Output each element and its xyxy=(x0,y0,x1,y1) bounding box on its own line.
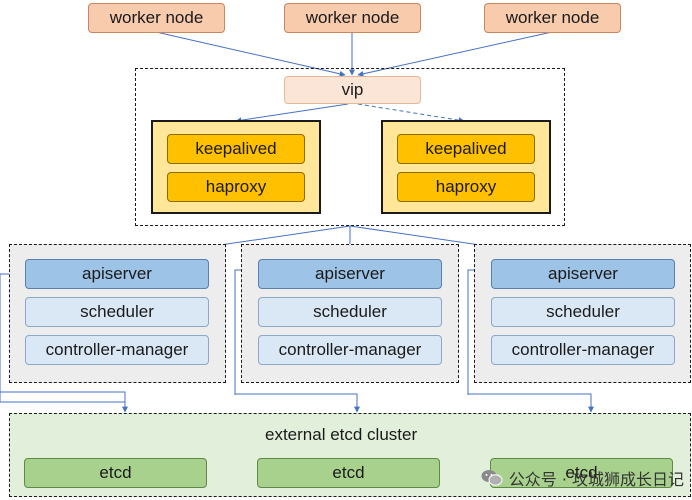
api2-to-etcd-line xyxy=(235,393,360,413)
worker-node-2: worker node xyxy=(284,3,421,33)
scheduler-box-2: scheduler xyxy=(258,297,442,327)
apiserver-box-3: apiserver xyxy=(491,259,675,289)
vip-box: vip xyxy=(284,76,421,104)
api3-to-etcd-line xyxy=(468,393,594,413)
worker-node-3: worker node xyxy=(484,3,621,33)
etcd-node-2: etcd xyxy=(257,458,440,488)
apiserver-box-1: apiserver xyxy=(25,259,209,289)
worker-node-1: worker node xyxy=(88,3,225,33)
etcd-cluster-title: external etcd cluster xyxy=(265,425,418,444)
etcd-node-3: etcd xyxy=(490,458,673,488)
worker3-to-vip-line xyxy=(357,31,553,77)
controller-manager-box-1: controller-manager xyxy=(25,335,209,365)
watermark: 公众号 · 攻城狮成长日记 xyxy=(481,466,684,490)
worker1-to-vip-line xyxy=(155,31,346,77)
controller-manager-box-2: controller-manager xyxy=(258,335,442,365)
haproxy-box-2: haproxy xyxy=(397,172,535,202)
scheduler-box-1: scheduler xyxy=(25,297,209,327)
keepalived-box-2: keepalived xyxy=(397,134,535,164)
etcd-node-1: etcd xyxy=(24,458,207,488)
scheduler-box-3: scheduler xyxy=(491,297,675,327)
vip-to-lb1-line xyxy=(235,103,349,124)
haproxy-box-1: haproxy xyxy=(167,172,305,202)
api1-to-etcd-line xyxy=(0,391,128,413)
watermark-text: 公众号 · 攻城狮成长日记 xyxy=(508,470,684,489)
controller-manager-box-3: controller-manager xyxy=(491,335,675,365)
load-balancer-container xyxy=(135,68,565,226)
wechat-icon xyxy=(481,470,503,486)
keepalived-box-1: keepalived xyxy=(167,134,305,164)
vip-to-lb2-line xyxy=(357,103,465,124)
apiserver-box-2: apiserver xyxy=(258,259,442,289)
